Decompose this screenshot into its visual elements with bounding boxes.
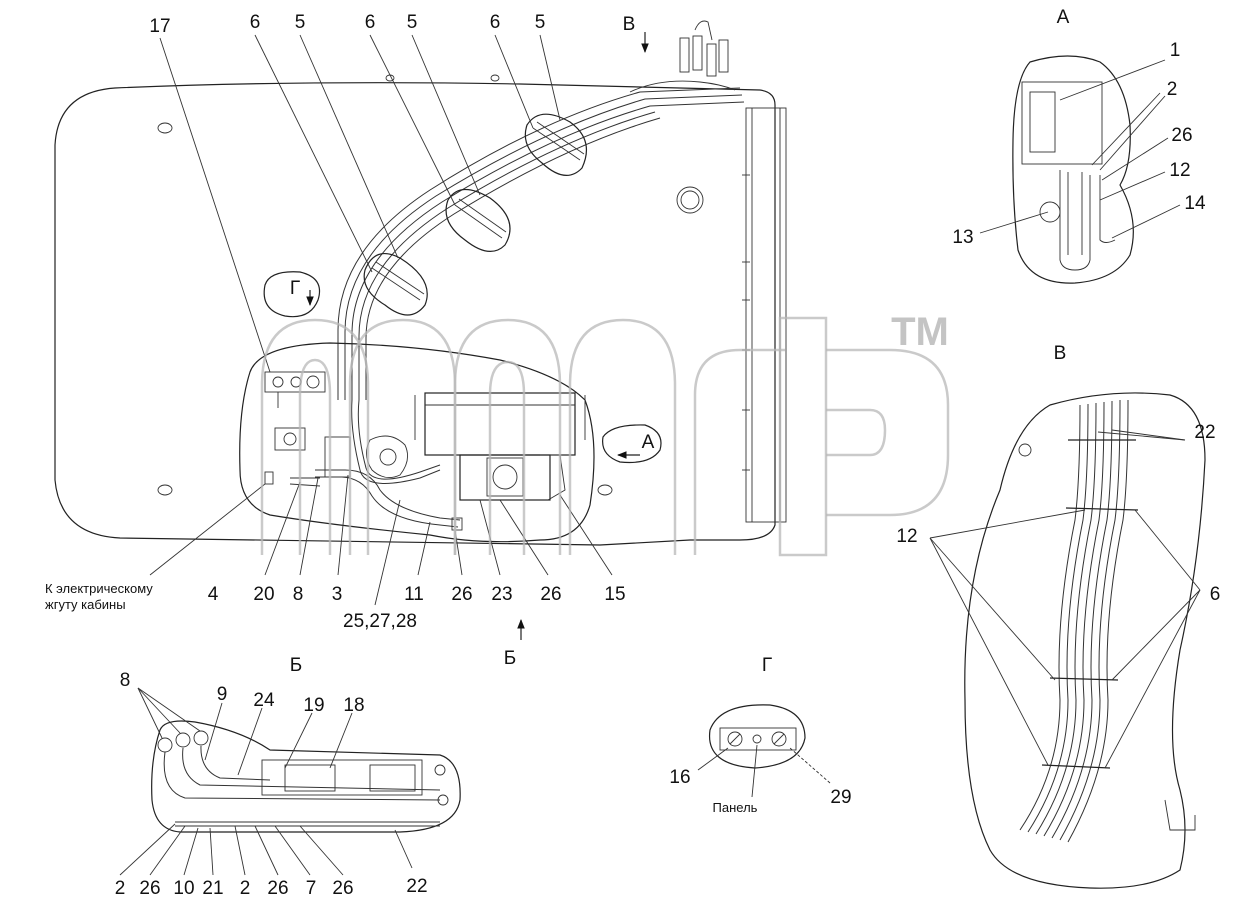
view-b-label-2: 2 [240, 878, 251, 899]
control-panel [719, 727, 797, 751]
view-b-label-21: 21 [202, 878, 223, 899]
view-b-label-9: 9 [217, 684, 228, 705]
label-6: 6 [490, 12, 501, 33]
view-g-outline [708, 704, 806, 769]
view-b-label-26: 26 [139, 878, 160, 899]
lower-pipes [289, 399, 463, 531]
view-a-label-13: 13 [952, 227, 973, 248]
hose-clamp-3 [524, 113, 588, 176]
mount-points [157, 74, 704, 496]
label-26: 26 [451, 584, 472, 605]
label-20: 20 [253, 584, 274, 605]
watermark: TM [260, 310, 950, 557]
relay-block [274, 427, 306, 451]
knob-left-icon [727, 731, 743, 747]
view-v-hoses [1019, 399, 1129, 843]
label-17: 17 [149, 16, 170, 37]
main-leaders [149, 34, 613, 606]
main-view: А Б В Г [45, 12, 787, 669]
view-g-label-16: 16 [669, 767, 690, 788]
view-v-clamps [1041, 439, 1139, 769]
label-3: 3 [332, 584, 343, 605]
view-v-outline [964, 392, 1206, 889]
view-b-label-26: 26 [332, 878, 353, 899]
view-a-label-26: 26 [1171, 125, 1192, 146]
valve-pump [324, 435, 409, 479]
view-g-marker: Г [290, 278, 300, 299]
view-b-label-7: 7 [306, 878, 317, 899]
view-b-marker: Б [504, 648, 516, 669]
label-23: 23 [491, 584, 512, 605]
view-a-label-12: 12 [1169, 160, 1190, 181]
label-8: 8 [293, 584, 304, 605]
panel-caption: Панель [713, 800, 758, 815]
knob-right-icon [771, 731, 787, 747]
heater-zone-outline [239, 342, 595, 543]
harness-note-line-2: жгуту кабины [45, 597, 126, 612]
label-5: 5 [407, 12, 418, 33]
view-b-label-2: 2 [115, 878, 126, 899]
view-a-label-2: 2 [1167, 79, 1178, 100]
lamp-icon [752, 734, 762, 744]
connector-4 [264, 471, 274, 485]
view-a-title: А [1057, 7, 1070, 28]
view-a-label-14: 14 [1184, 193, 1206, 214]
view-v-label-12: 12 [896, 526, 917, 547]
view-a-outline [1012, 55, 1134, 284]
view-b-title: Б [290, 655, 302, 676]
view-b-label-22: 22 [406, 876, 427, 897]
switch-block [264, 371, 326, 408]
label-5: 5 [295, 12, 306, 33]
section-arrow-a: А [602, 424, 662, 464]
view-g-title: Г [762, 655, 772, 676]
section-arrow-g: Г [290, 278, 314, 306]
label-26: 26 [540, 584, 561, 605]
label-6: 6 [250, 12, 261, 33]
watermark-tm: TM [891, 310, 949, 354]
view-b-label-19: 19 [303, 695, 324, 716]
section-arrow-v: В [623, 14, 649, 53]
view-v-label-6: 6 [1210, 584, 1221, 605]
hose-clamp-2 [445, 188, 511, 252]
view-b: Б 8 9 24 19 18 2 [115, 655, 461, 899]
view-a: А 1 2 26 12 14 13 [952, 7, 1206, 284]
view-g-label-29: 29 [830, 787, 851, 808]
label-6: 6 [365, 12, 376, 33]
label-4: 4 [208, 584, 219, 605]
view-b-outline [151, 720, 461, 833]
cab-roof-outline [54, 82, 776, 546]
view-v-title: В [1054, 343, 1067, 364]
view-v-label-22: 22 [1194, 422, 1215, 443]
section-arrow-b: Б [504, 619, 525, 669]
view-v-marker: В [623, 14, 636, 35]
detail-g-region [263, 271, 321, 318]
hose-clamp-1 [363, 252, 428, 316]
view-g: Г 16 29 Панель [669, 655, 851, 815]
view-b-label-18: 18 [343, 695, 364, 716]
heater-unit [414, 392, 586, 501]
view-b-label-8: 8 [120, 670, 131, 691]
label-11: 11 [404, 584, 424, 605]
harness-note-line-1: К электрическому [45, 581, 153, 596]
view-v: В 22 12 6 [896, 343, 1221, 889]
view-a-label-1: 1 [1170, 40, 1181, 61]
label-5: 5 [535, 12, 546, 33]
label-25-27-28: 25,27,28 [343, 611, 417, 632]
hose-bundle [337, 20, 745, 400]
view-a-marker: А [642, 432, 655, 453]
view-b-label-24: 24 [253, 690, 275, 711]
label-15: 15 [604, 584, 625, 605]
view-b-label-26: 26 [267, 878, 288, 899]
view-b-label-10: 10 [173, 878, 194, 899]
